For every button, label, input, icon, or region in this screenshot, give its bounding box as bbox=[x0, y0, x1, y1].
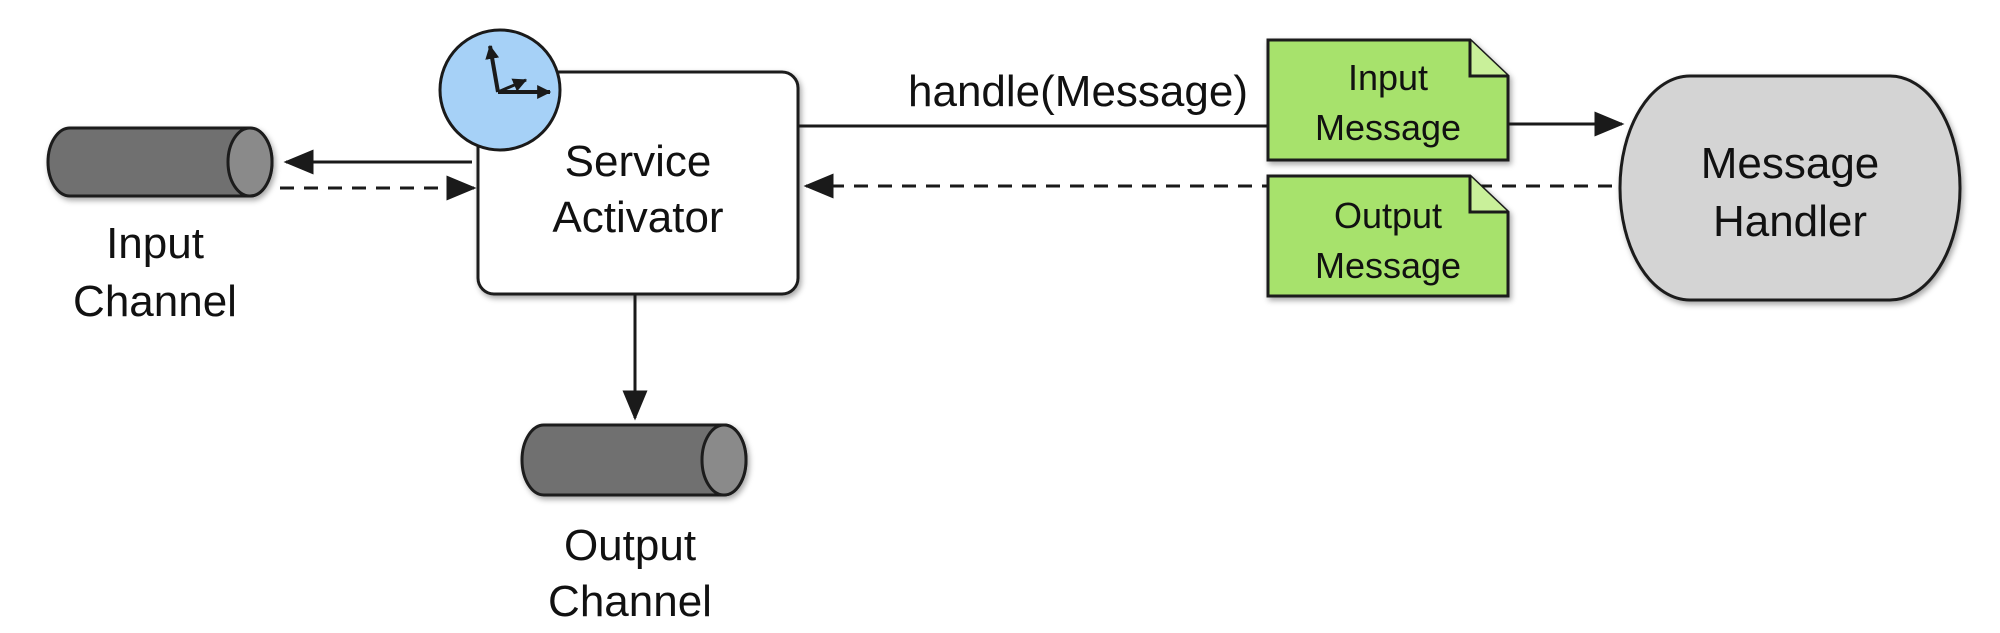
call-label: handle(Message) bbox=[908, 67, 1248, 116]
service-activator-box bbox=[476, 70, 800, 296]
service-activator-label-line1: Service bbox=[565, 137, 712, 186]
output-message-note: Output Message bbox=[1266, 174, 1510, 298]
output-channel-label-line1: Output bbox=[564, 521, 696, 570]
output-channel-label-line2: Channel bbox=[548, 577, 712, 626]
clock-icon bbox=[438, 28, 562, 152]
input-channel-label-line1: Input bbox=[106, 219, 204, 268]
output-message-label-line1: Output bbox=[1334, 195, 1442, 236]
input-channel-label-line2: Channel bbox=[73, 277, 237, 326]
output-channel-cylinder bbox=[520, 423, 748, 497]
input-message-note: Input Message bbox=[1266, 38, 1510, 162]
input-message-label-line2: Message bbox=[1315, 107, 1461, 148]
output-channel: Output Channel bbox=[520, 423, 748, 626]
output-message-label-line2: Message bbox=[1315, 245, 1461, 286]
service-activator-label-line2: Activator bbox=[552, 193, 723, 242]
message-handler: Message Handler bbox=[1618, 74, 1962, 302]
service-activator: Service Activator bbox=[476, 70, 800, 296]
message-handler-label-line2: Handler bbox=[1713, 197, 1867, 246]
message-handler-shape bbox=[1618, 74, 1962, 302]
message-handler-label-line1: Message bbox=[1701, 139, 1880, 188]
input-message-label-line1: Input bbox=[1348, 57, 1428, 98]
input-channel: Input Channel bbox=[46, 126, 274, 326]
input-channel-cylinder bbox=[46, 126, 274, 198]
